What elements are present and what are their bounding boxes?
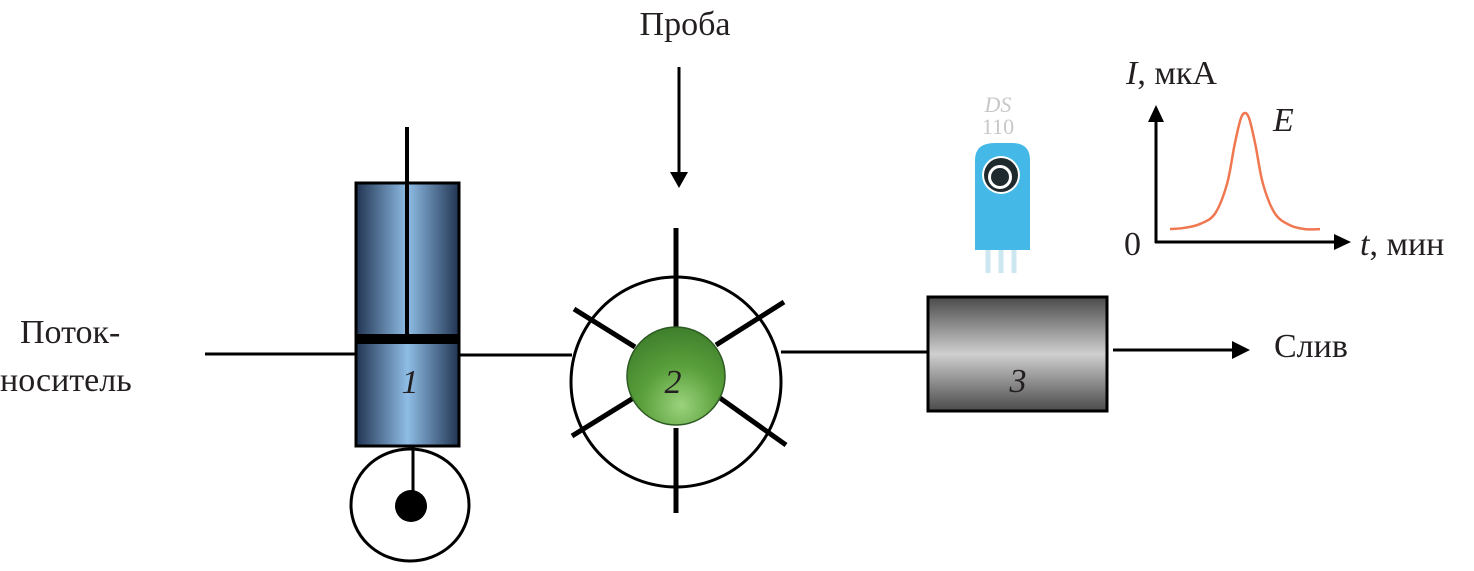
y-axis-arrowhead xyxy=(1148,105,1164,122)
detector-cell: 3 xyxy=(926,295,1109,413)
piston xyxy=(356,334,459,344)
pump: 1 xyxy=(349,127,471,563)
origin-label: 0 xyxy=(1124,226,1141,263)
sample-arrow xyxy=(670,67,688,188)
valve-port xyxy=(718,395,788,448)
valve-number: 2 xyxy=(665,364,682,401)
wheel-hub xyxy=(395,490,427,522)
series-e-line xyxy=(1169,111,1321,231)
x-axis-label: t, мин xyxy=(1360,226,1444,263)
cell-number: 3 xyxy=(1009,363,1027,400)
valve-rotor xyxy=(626,326,726,426)
pump-number: 1 xyxy=(402,364,419,401)
injection-valve: 2 xyxy=(569,228,788,513)
y-axis-label: I, мкА xyxy=(1125,55,1217,92)
sensor: DS 110 xyxy=(975,92,1030,273)
cell-body xyxy=(926,295,1109,413)
sensor-model-line1: DS xyxy=(984,92,1012,117)
drain-arrow xyxy=(1113,341,1250,359)
inset-plot: I, мкА 0 t, мин E xyxy=(1124,55,1444,263)
x-axis-arrowhead xyxy=(1334,234,1351,250)
x-axis-var: t xyxy=(1360,226,1371,263)
drain-label: Слив xyxy=(1274,328,1348,365)
valve-port xyxy=(570,394,637,439)
valve-port xyxy=(572,306,637,350)
x-axis-unit: , мин xyxy=(1369,226,1444,263)
curve-label: E xyxy=(1272,102,1294,139)
drive-wheel xyxy=(349,447,471,563)
valve-port xyxy=(714,299,786,348)
carrier-label-line2: носитель xyxy=(0,362,132,399)
y-axis-var: I xyxy=(1125,55,1139,92)
sample-label: Проба xyxy=(640,6,731,43)
carrier-label-line1: Поток- xyxy=(20,314,120,351)
sensor-model-line2: 110 xyxy=(982,114,1014,139)
y-axis-unit: , мкА xyxy=(1137,55,1217,92)
